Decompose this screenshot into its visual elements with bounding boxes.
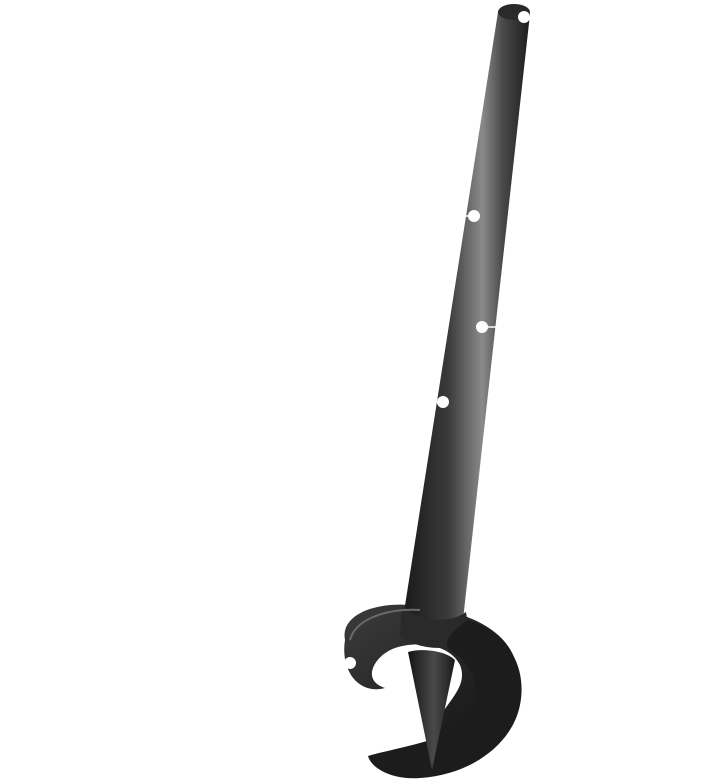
marker-dot bbox=[437, 396, 449, 408]
annotation-markers bbox=[340, 11, 530, 669]
marker-dot bbox=[518, 11, 530, 23]
shaft bbox=[404, 4, 530, 623]
helix-edge-highlight bbox=[349, 608, 421, 641]
helix-front-flange bbox=[368, 620, 522, 779]
marker-dot bbox=[476, 321, 488, 333]
conical-tip bbox=[408, 650, 455, 770]
marker-dot bbox=[344, 657, 356, 669]
marker-dot bbox=[468, 210, 480, 222]
